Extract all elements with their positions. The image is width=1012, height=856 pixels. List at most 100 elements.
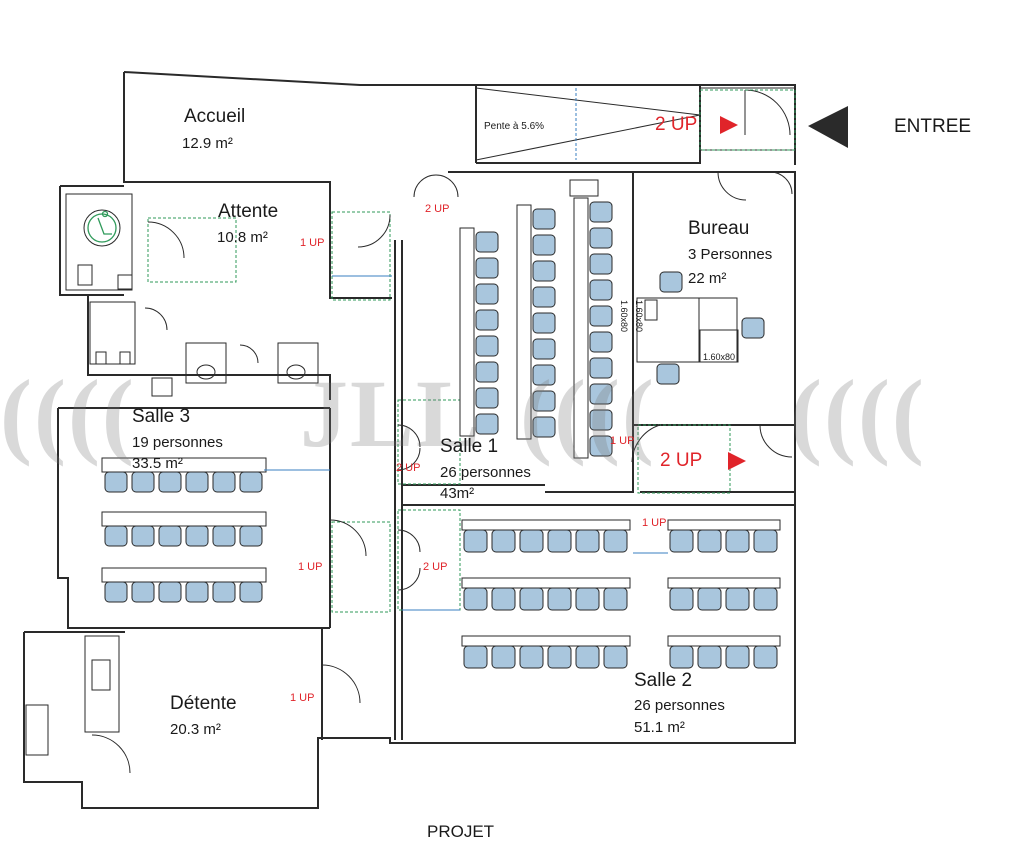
chair — [532, 260, 556, 282]
entrance-arrow-icon — [808, 106, 848, 148]
salle3-seating — [101, 457, 267, 603]
chair — [669, 587, 694, 611]
chair — [669, 529, 694, 553]
table — [459, 227, 475, 437]
ramp-up-label: 2 UP — [655, 114, 698, 135]
desk-size-label-vertical-1: 1.60x80 — [619, 300, 629, 333]
up-label-attente: 1 UP — [300, 237, 325, 249]
chair — [519, 645, 544, 669]
chair — [753, 587, 778, 611]
room-name-salle3: Salle 3 — [132, 406, 191, 427]
entrance-door — [744, 89, 791, 136]
chair — [725, 645, 750, 669]
room-area-bureau: 22 m² — [688, 270, 727, 287]
table — [101, 457, 267, 473]
chair — [697, 529, 722, 553]
up-label-corridor: 2 UP — [425, 203, 450, 215]
chair — [753, 645, 778, 669]
chair — [532, 364, 556, 386]
accessible-wc-icon — [87, 210, 117, 243]
chair — [589, 201, 613, 223]
chair — [697, 645, 722, 669]
chair — [475, 413, 499, 435]
chair — [519, 587, 544, 611]
chair — [212, 525, 236, 547]
desk-size-label: 1.60x80 — [703, 352, 736, 362]
chair — [603, 645, 628, 669]
chair — [475, 387, 499, 409]
chair — [475, 283, 499, 305]
chair — [239, 525, 263, 547]
table — [461, 577, 631, 589]
table — [573, 197, 589, 459]
chair — [475, 231, 499, 253]
chair — [589, 331, 613, 353]
chair — [158, 581, 182, 603]
bureau-chairs — [656, 271, 765, 385]
watermark-text: JLL — [300, 360, 483, 467]
chair — [131, 581, 155, 603]
table — [461, 635, 631, 647]
chair — [532, 312, 556, 334]
chair — [725, 529, 750, 553]
up-label-salle1: 1 UP — [610, 435, 635, 447]
chair — [475, 309, 499, 331]
chair — [589, 305, 613, 327]
ramp-arrow-icon — [720, 116, 738, 134]
chair — [463, 529, 488, 553]
chair — [575, 529, 600, 553]
chair — [212, 471, 236, 493]
entrance-clearance-zone — [699, 89, 796, 151]
table — [461, 519, 631, 531]
up-arrows — [720, 116, 746, 470]
kitchenette — [25, 635, 120, 756]
chair — [532, 208, 556, 230]
slope-label: Pente à 5.6% — [484, 121, 545, 132]
room-capacity-salle1: 26 personnes — [440, 464, 531, 481]
room-area-detente: 20.3 m² — [170, 721, 221, 738]
chair — [589, 435, 613, 457]
up-label-salle2: 1 UP — [642, 517, 667, 529]
up-label-bureau-corridor: 2 UP — [660, 450, 703, 471]
room-area-attente: 10.8 m² — [217, 229, 268, 246]
chair — [491, 587, 516, 611]
entrance-label: ENTREE — [894, 116, 972, 137]
table — [667, 519, 781, 531]
chair — [475, 335, 499, 357]
salle2-seating — [461, 519, 781, 669]
chair — [603, 529, 628, 553]
room-name-bureau: Bureau — [688, 218, 750, 239]
chair — [725, 587, 750, 611]
project-label: PROJET — [427, 822, 495, 841]
desk-size-label-vertical-2: 1.60x80 — [634, 300, 644, 333]
table — [516, 204, 532, 440]
chair — [575, 645, 600, 669]
dimension-lines — [264, 275, 668, 611]
chair — [475, 257, 499, 279]
chair — [589, 357, 613, 379]
room-capacity-bureau: 3 Personnes — [688, 246, 773, 263]
chair — [589, 409, 613, 431]
room-area-salle1: 43m² — [440, 485, 475, 502]
screen — [569, 179, 599, 197]
chair — [589, 227, 613, 249]
bureau-desks — [636, 297, 739, 363]
up-label-salle2-door: 2 UP — [423, 561, 448, 573]
table — [667, 577, 781, 589]
room-name-salle1: Salle 1 — [440, 436, 499, 457]
up-label-salle3-door: 1 UP — [298, 561, 323, 573]
door-swings — [91, 171, 793, 774]
chair — [185, 581, 209, 603]
chair — [212, 581, 236, 603]
chair — [547, 529, 572, 553]
chair — [491, 529, 516, 553]
room-area-salle3: 33.5 m² — [132, 455, 183, 472]
chair — [532, 390, 556, 412]
chair — [753, 529, 778, 553]
chair — [104, 581, 128, 603]
chair — [589, 253, 613, 275]
room-name-detente: Détente — [170, 693, 237, 714]
chair — [547, 645, 572, 669]
watermark-middle: (((( — [520, 360, 656, 467]
chair — [463, 645, 488, 669]
